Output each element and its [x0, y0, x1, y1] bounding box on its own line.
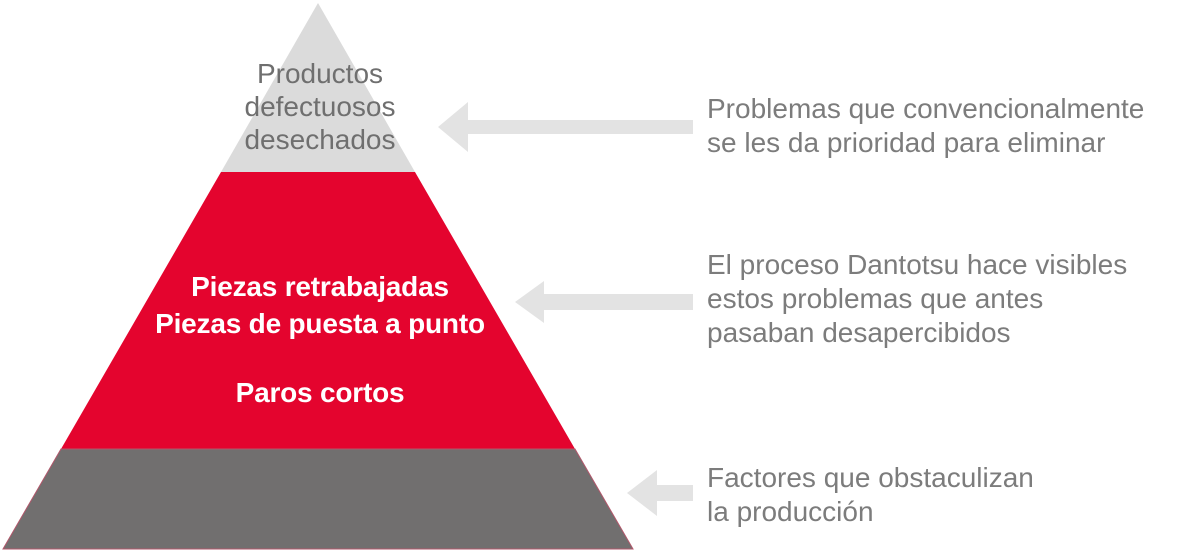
arrow-left-bottom-icon: [627, 470, 693, 516]
pyramid-middle-label: Piezas retrabajadas Piezas de puesta a p…: [95, 268, 545, 342]
pyramid-top-label-line: defectuosos: [244, 91, 396, 122]
annotation-middle: El proceso Dantotsu hace visibles estos …: [707, 248, 1200, 350]
arrow-left-top-icon: [438, 102, 693, 152]
annotation-line: se les da prioridad para eliminar: [707, 127, 1106, 158]
annotation-top: Problemas que convencionalmente se les d…: [707, 92, 1200, 160]
pyramid-middle-section: [61, 172, 575, 449]
annotation-line: la producción: [707, 496, 874, 527]
pyramid-bottom-section: [2, 448, 634, 550]
pyramid-top-section: [221, 3, 415, 172]
annotation-line: Factores que obstaculizan: [707, 462, 1034, 493]
pyramid-top-label: Productos defectuosos desechados: [170, 57, 470, 156]
pyramid-top-label-line: desechados: [244, 124, 396, 155]
annotation-bottom: Factores que obstaculizan la producción: [707, 461, 1200, 529]
annotation-line: Problemas que convencionalmente: [707, 93, 1145, 124]
pyramid-top-label-line: Productos: [256, 58, 384, 89]
pyramid-middle-label-detached: Paros cortos: [235, 377, 405, 408]
pyramid-middle-label-line: Piezas de puesta a punto: [155, 308, 485, 339]
annotation-line: pasaban desapercibidos: [707, 317, 1011, 348]
arrow-left-middle-icon: [515, 281, 693, 323]
annotation-line: El proceso Dantotsu hace visibles: [707, 249, 1128, 280]
pyramid-middle-label-line: Piezas retrabajadas: [191, 271, 449, 302]
annotation-line: estos problemas que antes: [707, 283, 1044, 314]
